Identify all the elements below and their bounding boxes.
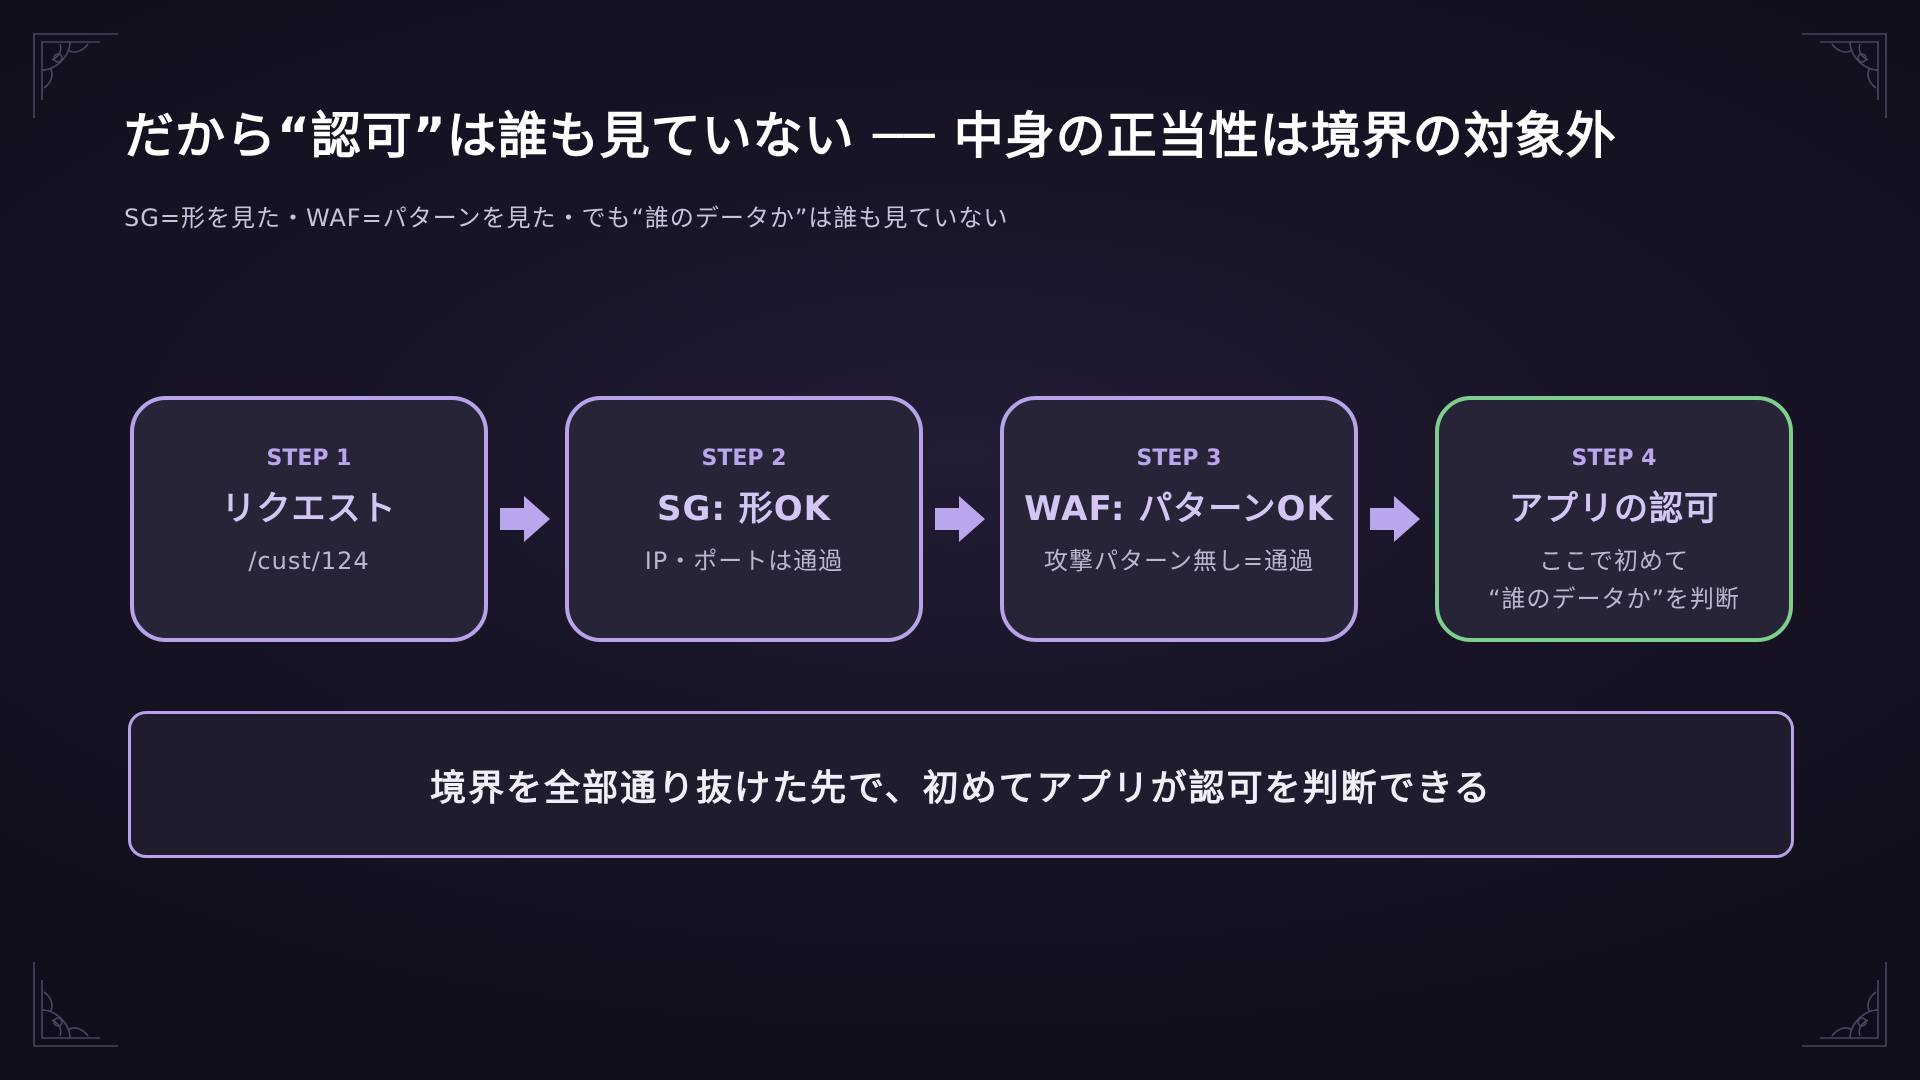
corner-ornament-icon	[30, 960, 120, 1050]
step-label: STEP 1	[266, 446, 352, 471]
corner-ornament-icon	[1800, 30, 1890, 120]
step-description: 攻撃パターン無し=通過	[1044, 547, 1314, 575]
conclusion-text: 境界を全部通り抜けた先で、初めてアプリが認可を判断できる	[430, 767, 1492, 809]
right-arrow-icon	[935, 494, 985, 544]
step-title: SG: 形OK	[656, 489, 832, 529]
step-card-1: STEP 1 リクエスト /cust/124	[130, 396, 488, 642]
step-description: IP・ポートは通過	[644, 547, 844, 575]
slide-title: だから“認可”は誰も見ていない ── 中身の正当性は境界の対象外	[124, 107, 1617, 165]
step-description-2: “誰のデータか”を判断	[1488, 585, 1740, 613]
step-title: アプリの認可	[1509, 489, 1719, 529]
step-title: WAF: パターンOK	[1024, 489, 1334, 529]
step-card-4: STEP 4 アプリの認可 ここで初めて “誰のデータか”を判断	[1435, 396, 1793, 642]
right-arrow-icon	[1370, 494, 1420, 544]
right-arrow-icon	[500, 494, 550, 544]
step-label: STEP 2	[701, 446, 787, 471]
conclusion-banner: 境界を全部通り抜けた先で、初めてアプリが認可を判断できる	[128, 711, 1794, 858]
step-title: リクエスト	[221, 489, 397, 529]
step-description: /cust/124	[248, 547, 370, 575]
step-label: STEP 4	[1571, 446, 1657, 471]
step-card-3: STEP 3 WAF: パターンOK 攻撃パターン無し=通過	[1000, 396, 1358, 642]
step-label: STEP 3	[1136, 446, 1222, 471]
step-description: ここで初めて	[1539, 547, 1689, 575]
slide-subtitle: SG=形を見た・WAF=パターンを見た・でも“誰のデータか”は誰も見ていない	[124, 204, 1009, 232]
step-card-2: STEP 2 SG: 形OK IP・ポートは通過	[565, 396, 923, 642]
corner-ornament-icon	[30, 30, 120, 120]
corner-ornament-icon	[1800, 960, 1890, 1050]
